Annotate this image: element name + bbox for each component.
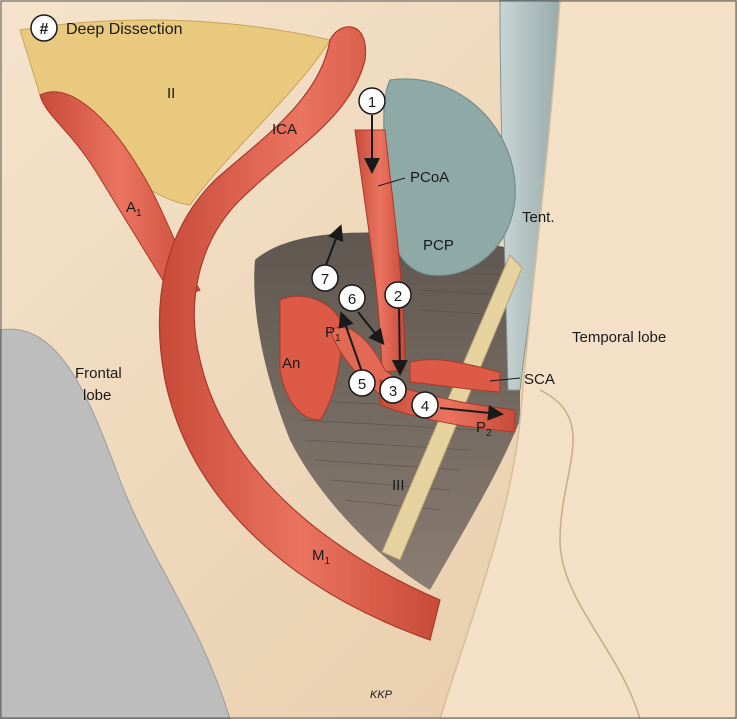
label-pcp: PCP	[423, 237, 454, 254]
label-m1: M1	[312, 547, 331, 567]
temporal-sulcus	[539, 389, 641, 719]
svg-text:2: 2	[394, 288, 402, 305]
a1-artery-shape	[39, 91, 201, 301]
label-sca: SCA	[524, 371, 555, 388]
label-p2: P2	[476, 419, 492, 439]
step-7: 7	[311, 264, 339, 292]
sca-artery-shape	[409, 359, 501, 393]
header-badge-circle	[30, 14, 58, 42]
label-pcoa: PCoA	[410, 169, 449, 186]
label-frontal-lobe-2: lobe	[83, 387, 111, 404]
anatomy-labels: II ICA A1 PCoA PCP Tent. Temporal lobe F…	[75, 85, 666, 701]
arrow-6	[357, 311, 385, 346]
ica-m1-artery-shape	[158, 26, 441, 641]
step-5: 5	[348, 369, 376, 397]
arrow-4	[439, 404, 504, 421]
svg-text:4: 4	[421, 398, 429, 415]
temporal-lobe-shape	[439, 0, 737, 719]
svg-text:5: 5	[358, 376, 366, 393]
svg-text:7: 7	[321, 271, 329, 288]
label-temporal-lobe: Temporal lobe	[572, 329, 666, 346]
step-6: 6	[338, 284, 366, 312]
label-a1: A1	[126, 199, 142, 219]
step-markers: 1 2 3 4 5 6 7	[311, 87, 439, 419]
step-2: 2	[384, 281, 412, 309]
arrow-2	[391, 304, 408, 376]
retractor-shape	[0, 328, 231, 719]
label-frontal-lobe-1: Frontal	[75, 365, 122, 382]
header-badge: #	[40, 21, 49, 38]
label-oculomotor: III	[392, 477, 405, 494]
label-an: An	[282, 355, 300, 372]
step-4: 4	[411, 391, 439, 419]
label-p1: P1	[325, 324, 341, 344]
an-artery-shape	[279, 295, 342, 421]
step-3: 3	[379, 376, 407, 404]
header: # Deep Dissection	[30, 14, 183, 42]
leader-lines	[377, 177, 521, 382]
label-ica: ICA	[272, 121, 297, 138]
svg-text:3: 3	[389, 383, 397, 400]
label-optic-nerve: II	[167, 85, 175, 102]
route-arrows	[325, 115, 504, 421]
svg-text:1: 1	[368, 94, 376, 111]
arrow-5	[338, 311, 363, 373]
arrow-7	[325, 224, 344, 266]
header-title: Deep Dissection	[66, 21, 183, 38]
label-signature: KKP	[370, 689, 393, 701]
step-1: 1	[358, 87, 386, 115]
svg-text:6: 6	[348, 291, 356, 308]
label-tent: Tent.	[522, 209, 555, 226]
